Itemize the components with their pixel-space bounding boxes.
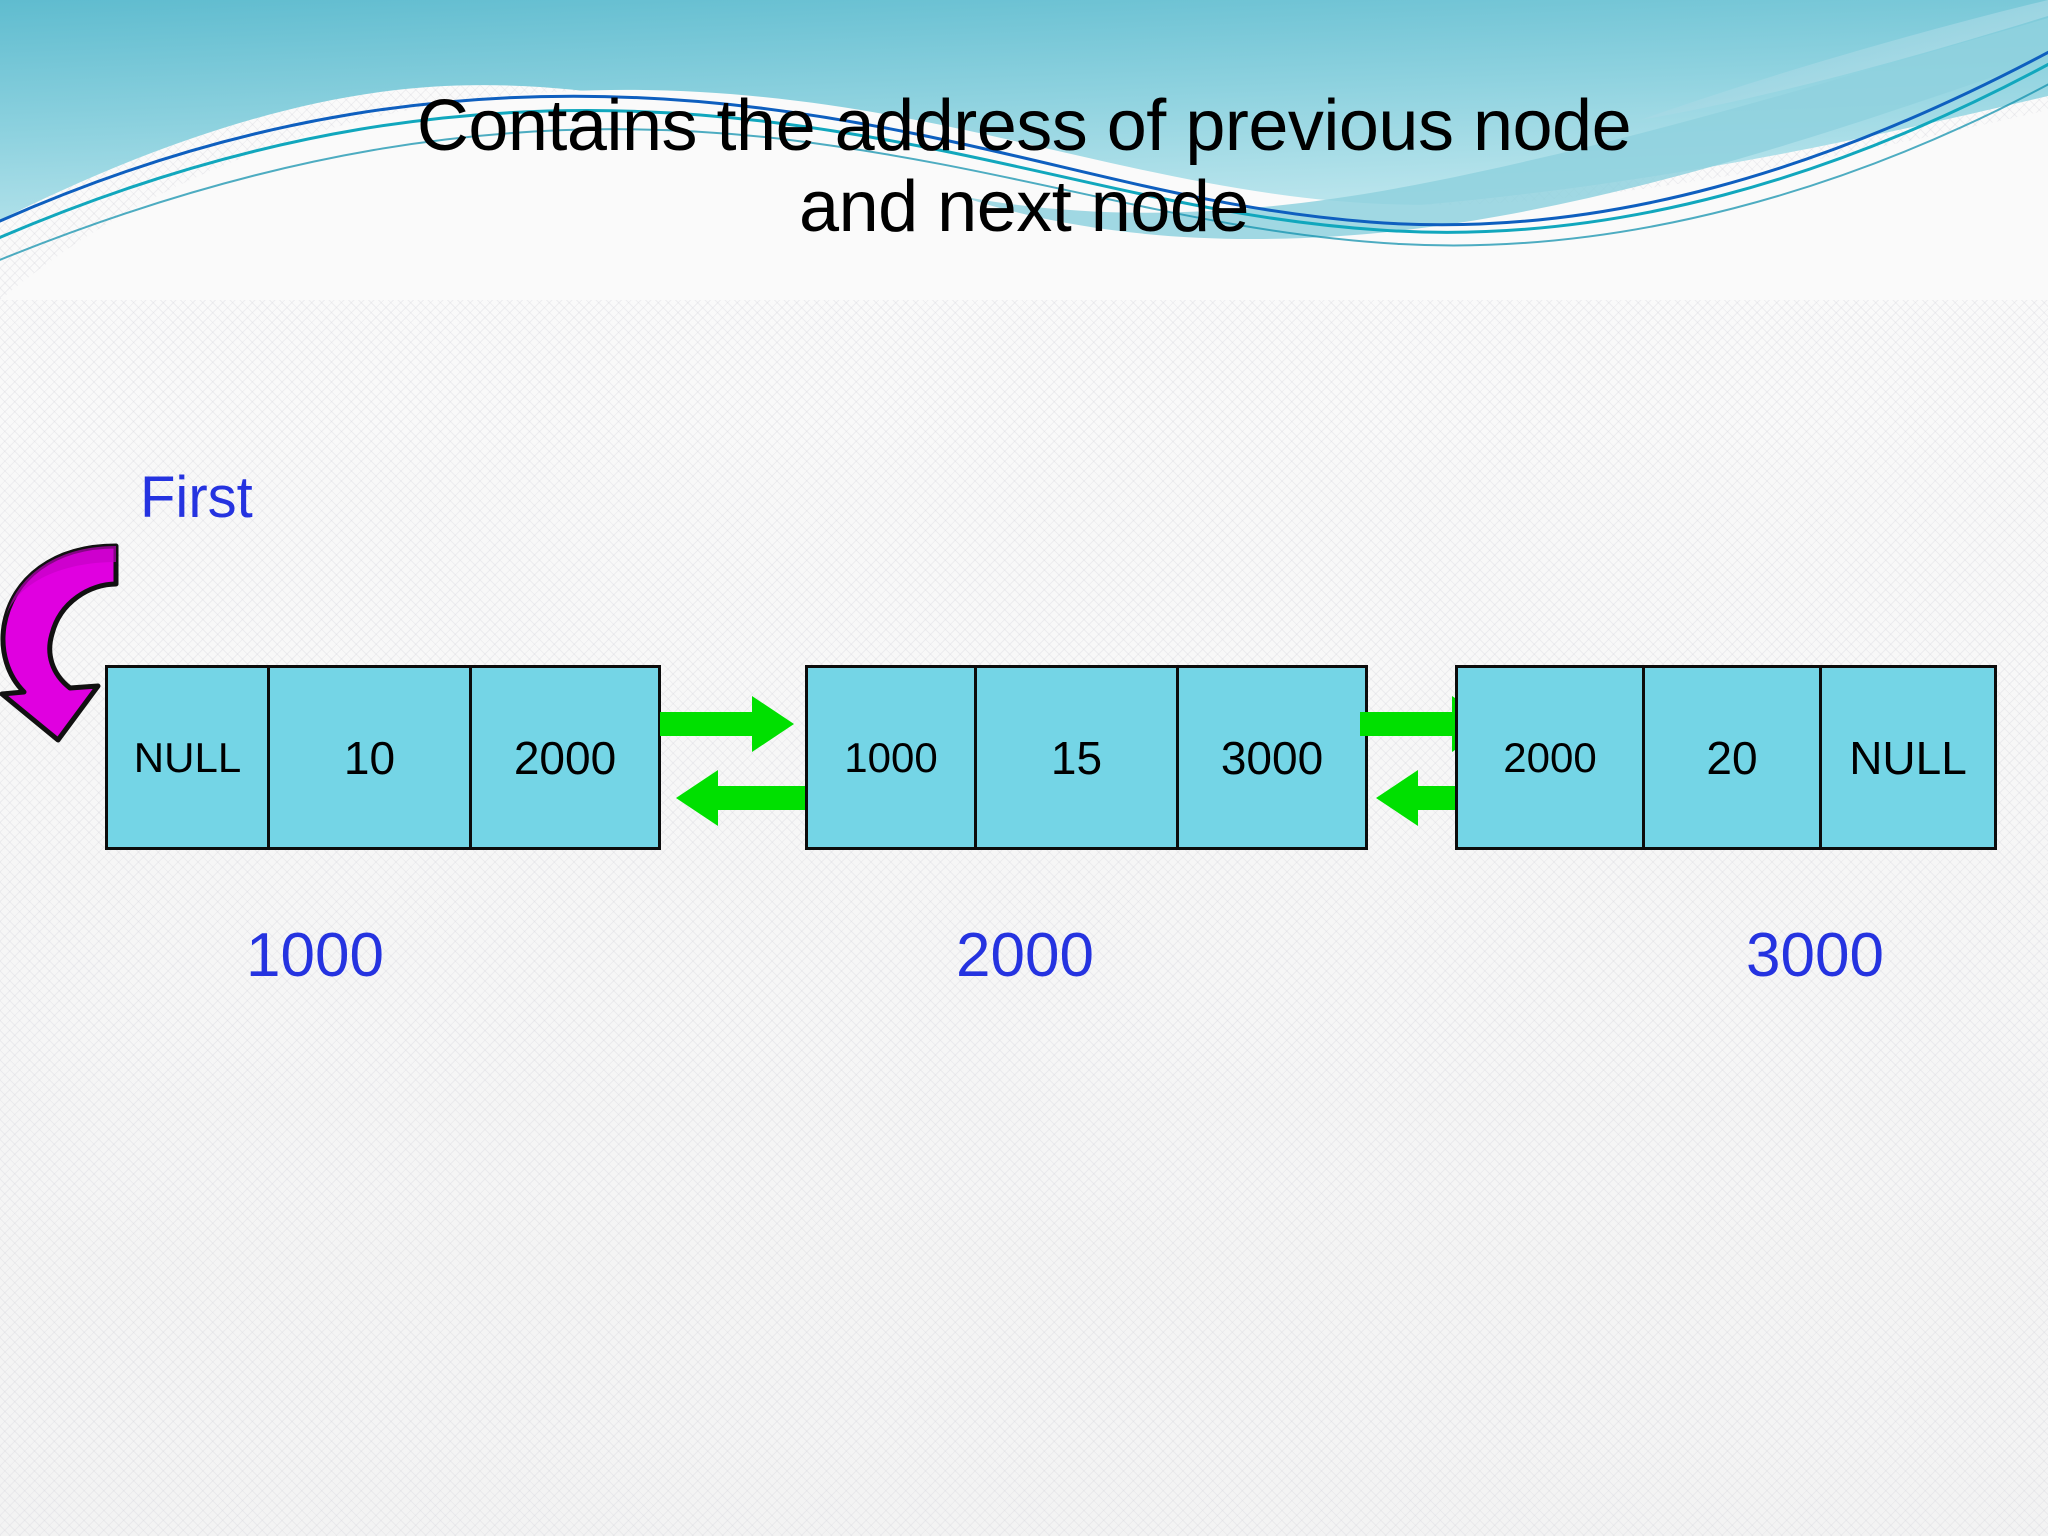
arrow-right-icon <box>660 696 794 752</box>
header-wave-decoration <box>0 0 2048 300</box>
node-address-label: 1000 <box>246 921 384 990</box>
node-next-cell: 2000 <box>469 665 661 850</box>
arrow-left-icon <box>1376 770 1510 826</box>
node-prev-cell: 1000 <box>805 665 977 850</box>
list-node: 2000 20 NULL <box>1455 665 1997 850</box>
first-pointer-label: First <box>140 465 253 530</box>
node-next-cell: 3000 <box>1176 665 1368 850</box>
node-address-label: 2000 <box>956 921 1094 990</box>
node-address-label: 3000 <box>1746 921 1884 990</box>
node-prev-cell: 2000 <box>1455 665 1645 850</box>
arrow-left-icon <box>676 770 810 826</box>
node-data-cell: 15 <box>974 665 1179 850</box>
page-title: Contains the address of previous node an… <box>416 86 1632 247</box>
node-next-cell: NULL <box>1819 665 1997 850</box>
node-data-cell: 10 <box>267 665 472 850</box>
link-arrows-node1-node2 <box>660 696 810 826</box>
node-prev-cell: NULL <box>105 665 270 850</box>
list-node: NULL 10 2000 <box>105 665 661 850</box>
node-data-cell: 20 <box>1642 665 1822 850</box>
list-node: 1000 15 3000 <box>805 665 1368 850</box>
curved-arrow-icon <box>0 543 119 743</box>
